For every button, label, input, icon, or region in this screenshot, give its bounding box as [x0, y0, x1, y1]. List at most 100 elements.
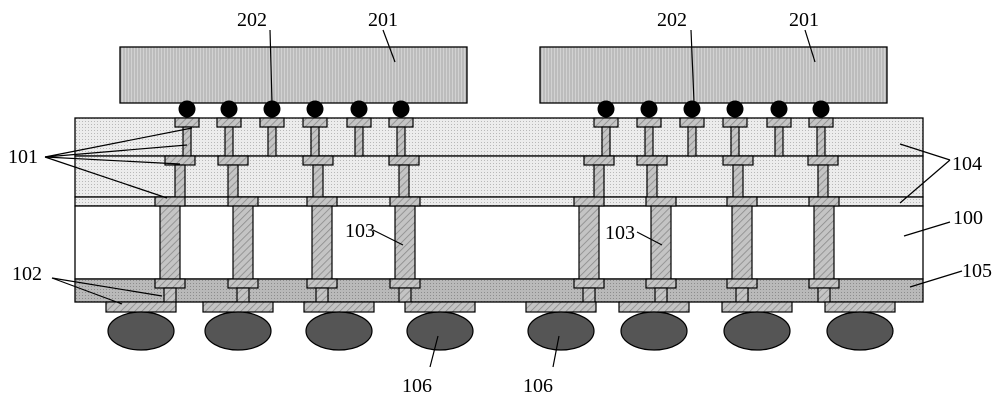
core-via-bottom-pad: [154, 278, 186, 289]
chip-right: [539, 46, 888, 104]
micro-via: [601, 126, 611, 157]
solder-bump: [306, 100, 324, 118]
labels: 202 201 202 201 101 104 100 103 103 102 …: [8, 9, 992, 397]
solder-bump: [812, 100, 830, 118]
redistribution-via: [398, 164, 410, 198]
ball-pad: [404, 301, 476, 313]
solder-bump: [640, 100, 658, 118]
solder-bump: [350, 100, 368, 118]
label-chip-right: 201: [789, 9, 819, 31]
core-via-bottom-pad: [808, 278, 840, 289]
core-via-bottom-pad: [645, 278, 677, 289]
bump-pad: [346, 117, 372, 128]
bump-pad: [593, 117, 619, 128]
bump-pad: [259, 117, 285, 128]
micro-via: [396, 126, 406, 157]
core-via: [731, 205, 753, 280]
ball-pad: [525, 301, 597, 313]
solder-bump: [220, 100, 238, 118]
core-via: [232, 205, 254, 280]
bottom-micro-via: [582, 287, 596, 303]
label-via-left: 103: [345, 220, 375, 242]
bump-pad: [302, 117, 328, 128]
core-via-bottom-pad: [306, 278, 338, 289]
core-via-top-pad: [573, 196, 605, 207]
solder-bump: [178, 100, 196, 118]
core-via: [650, 205, 672, 280]
label-bump-right: 202: [657, 9, 687, 31]
core-via-top-pad: [306, 196, 338, 207]
core-via-top-pad: [726, 196, 758, 207]
bump-pad: [174, 117, 200, 128]
redistribution-pad: [636, 155, 668, 166]
micro-via: [774, 126, 784, 157]
label-ball-left: 106: [402, 375, 432, 397]
bump-pad: [722, 117, 748, 128]
ball-pad: [303, 301, 375, 313]
bottom-micro-via: [817, 287, 831, 303]
bottom-micro-via: [236, 287, 250, 303]
ball-pad: [824, 301, 896, 313]
core-via-bottom-pad: [227, 278, 259, 289]
redistribution-pad: [722, 155, 754, 166]
redistribution-via: [312, 164, 324, 198]
bottom-layer: [74, 278, 924, 303]
redistribution-via: [646, 164, 658, 198]
label-chip-left: 201: [368, 9, 398, 31]
redistribution-via: [174, 164, 186, 198]
core-via-top-pad: [645, 196, 677, 207]
micro-via: [687, 126, 697, 157]
solder-bump: [263, 100, 281, 118]
solder-ball: [826, 311, 894, 351]
solder-bump: [726, 100, 744, 118]
micro-via: [816, 126, 826, 157]
label-ball-right: 106: [523, 375, 553, 397]
redistribution-pad: [388, 155, 420, 166]
label-via-right: 103: [605, 222, 635, 244]
bottom-micro-via: [654, 287, 668, 303]
redistribution-via: [227, 164, 239, 198]
label-dielectric: 104: [952, 153, 982, 175]
solder-ball: [620, 311, 688, 351]
bottom-micro-via: [163, 287, 177, 303]
redistribution-pad: [302, 155, 334, 166]
upper-dielectric-layers: [74, 117, 924, 207]
core-via-top-pad: [808, 196, 840, 207]
micro-via: [644, 126, 654, 157]
solder-balls: [107, 311, 894, 351]
redistribution-pad: [217, 155, 249, 166]
core-via: [578, 205, 600, 280]
core-via: [813, 205, 835, 280]
leader-lines: [44, 29, 963, 368]
ball-pad: [105, 301, 177, 313]
micro-via: [310, 126, 320, 157]
solder-ball: [527, 311, 595, 351]
solder-ball: [204, 311, 272, 351]
redistribution-via: [593, 164, 605, 198]
label-wiring: 101: [8, 146, 38, 168]
core-via-bottom-pad: [573, 278, 605, 289]
core-vias: [154, 196, 840, 303]
solder-ball: [723, 311, 791, 351]
chips: [119, 46, 888, 104]
bottom-micro-via: [735, 287, 749, 303]
bump-pad: [216, 117, 242, 128]
redistribution-via: [817, 164, 829, 198]
core-via-bottom-pad: [726, 278, 758, 289]
solder-bumps: [178, 100, 830, 118]
solder-bump: [683, 100, 701, 118]
label-bump-left: 202: [237, 9, 267, 31]
upper-wiring: [164, 117, 839, 198]
micro-via: [730, 126, 740, 157]
chip-left: [119, 46, 468, 104]
ball-pad: [618, 301, 690, 313]
solder-bump: [392, 100, 410, 118]
bottom-micro-via: [315, 287, 329, 303]
label-pad-bottom: 102: [12, 263, 42, 285]
core-via-top-pad: [227, 196, 259, 207]
micro-via: [182, 126, 192, 157]
bump-pad: [679, 117, 705, 128]
bump-pad: [388, 117, 414, 128]
core-via: [159, 205, 181, 280]
